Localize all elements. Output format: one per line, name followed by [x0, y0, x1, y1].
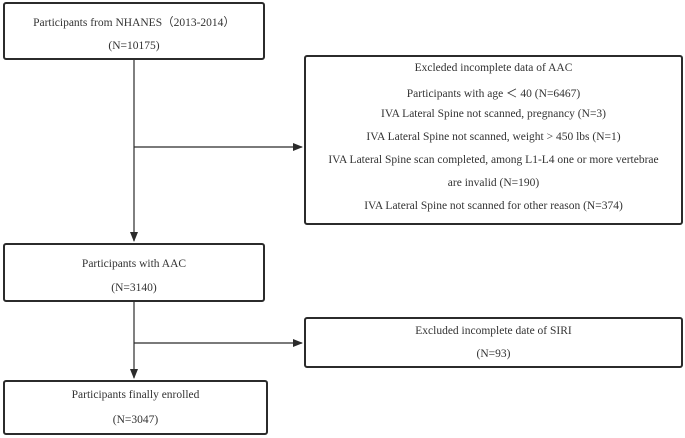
excluded-aac-invalid-line2: are invalid (N=190) — [447, 177, 540, 189]
with-aac-title: Participants with AAC — [81, 258, 187, 270]
start-count: (N=10175) — [108, 40, 160, 52]
excluded-siri-title: Excluded incomplete date of SIRI — [415, 325, 572, 337]
start-title: Participants from NHANES（2013-2014） — [33, 17, 235, 29]
excluded-aac-weight: IVA Lateral Spine not scanned, weight > … — [366, 131, 621, 143]
with-aac-count: (N=3140) — [111, 282, 157, 294]
excluded-aac-other: IVA Lateral Spine not scanned for other … — [364, 200, 623, 212]
excluded-aac-heading: Excleded incomplete data of AAC — [414, 62, 573, 74]
final-box: Participants finally enrolled (N=3047) — [3, 380, 268, 435]
excluded-siri-count: (N=93) — [476, 348, 511, 360]
excluded-aac-box: Excleded incomplete data of AAC Particip… — [304, 55, 683, 225]
excluded-aac-pregnancy: IVA Lateral Spine not scanned, pregnancy… — [380, 108, 607, 120]
start-box: Participants from NHANES（2013-2014） (N=1… — [3, 2, 265, 60]
with-aac-box: Participants with AAC (N=3140) — [3, 243, 265, 302]
final-count: (N=3047) — [112, 414, 159, 426]
excluded-aac-age: Participants with age ＜ 40 (N=6467) — [406, 88, 581, 100]
final-title: Participants finally enrolled — [71, 389, 200, 401]
excluded-siri-box: Excluded incomplete date of SIRI (N=93) — [304, 317, 683, 368]
excluded-aac-invalid-line1: IVA Lateral Spine scan completed, among … — [328, 154, 659, 166]
